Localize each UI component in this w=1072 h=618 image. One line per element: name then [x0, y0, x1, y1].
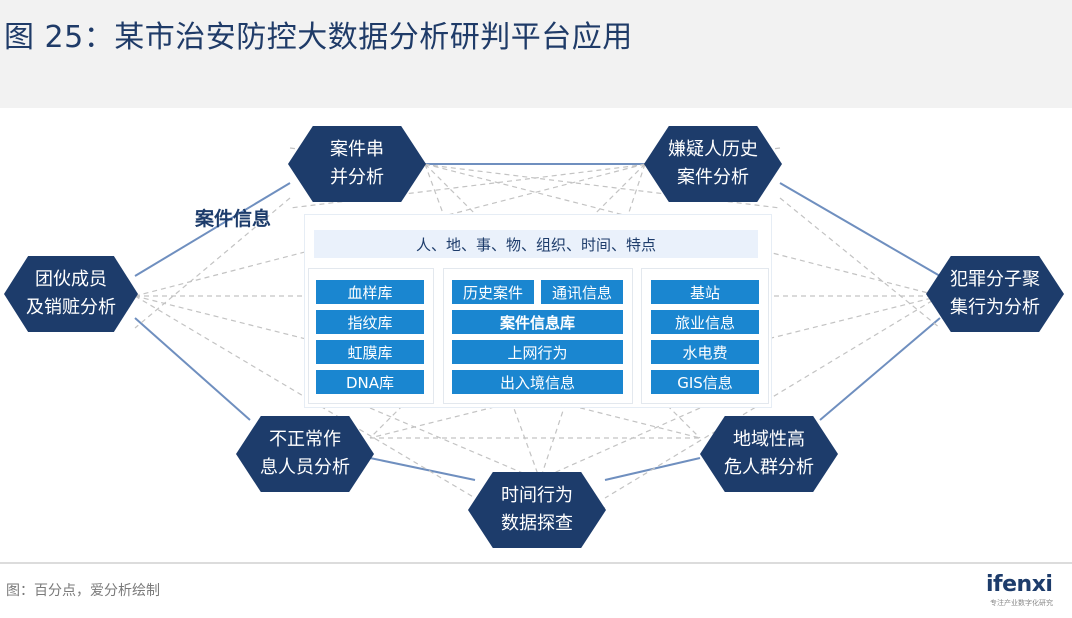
web-line	[369, 407, 606, 509]
web-line	[369, 295, 941, 439]
ifenxi-logo: ifenxi 专注产业数字化研究	[986, 572, 1066, 612]
node-time-behavior-exploration: 时间行为 数据探查	[468, 472, 606, 548]
historical-cases: 历史案件	[452, 280, 534, 304]
ring-line	[819, 317, 941, 421]
entry-exit-info: 出入境信息	[452, 370, 623, 394]
node-label: 团伙成员 及销赃分析	[26, 269, 116, 318]
ring-line	[134, 317, 251, 421]
web-line	[134, 295, 476, 499]
node-label: 时间行为 数据探查	[501, 485, 573, 534]
internet-behavior: 上网行为	[452, 340, 623, 364]
node-label: 案件串 并分析	[330, 139, 384, 188]
ring-line	[369, 457, 476, 481]
gis-info: GIS信息	[651, 370, 759, 394]
logo-subtext: 专注产业数字化研究	[990, 599, 1053, 607]
web-line	[134, 197, 291, 329]
ring-line	[779, 182, 941, 277]
blood-sample-db: 血样库	[316, 280, 424, 304]
hotel-info: 旅业信息	[651, 310, 759, 334]
node-gang-member-analysis: 团伙成员 及销赃分析	[4, 256, 138, 332]
communication-info: 通讯信息	[541, 280, 623, 304]
ring-line	[134, 182, 291, 277]
iris-db: 虹膜库	[316, 340, 424, 364]
header-band: 图 25：某市治安防控大数据分析研判平台应用	[0, 0, 1072, 108]
node-label: 不正常作 息人员分析	[260, 429, 350, 478]
web-line	[779, 197, 941, 329]
node-label: 犯罪分子聚 集行为分析	[950, 269, 1040, 318]
case-info-db: 案件信息库	[452, 310, 623, 334]
diagram: 案件信息 人、地、事、物、组织、时间、特点 血样库 指纹库 虹膜库 DNA库 历…	[0, 108, 1072, 560]
node-suspect-history-analysis: 嫌疑人历史 案件分析	[644, 126, 782, 202]
node-abnormal-schedule-analysis: 不正常作 息人员分析	[236, 416, 374, 492]
utility-fee: 水电费	[651, 340, 759, 364]
node-case-merge-analysis: 案件串 并分析	[288, 126, 426, 202]
logo-text: ifenxi	[986, 572, 1053, 597]
fingerprint-db: 指纹库	[316, 310, 424, 334]
dna-db: DNA库	[316, 370, 424, 394]
node-criminal-gathering-analysis: 犯罪分子聚 集行为分析	[926, 256, 1064, 332]
source-note: 图：百分点，爱分析绘制	[6, 583, 160, 599]
node-label: 嫌疑人历史 案件分析	[668, 139, 758, 188]
footer-divider	[0, 562, 1072, 564]
base-station: 基站	[651, 280, 759, 304]
case-info-subtitle: 人、地、事、物、组织、时间、特点	[314, 230, 758, 258]
page-title: 图 25：某市治安防控大数据分析研判平台应用	[4, 20, 633, 55]
web-line	[369, 163, 646, 439]
case-info-title: 案件信息	[194, 208, 271, 230]
web-line	[604, 295, 941, 499]
node-regional-risk-analysis: 地域性高 危人群分析	[700, 416, 838, 492]
node-label: 地域性高 危人群分析	[724, 429, 814, 478]
